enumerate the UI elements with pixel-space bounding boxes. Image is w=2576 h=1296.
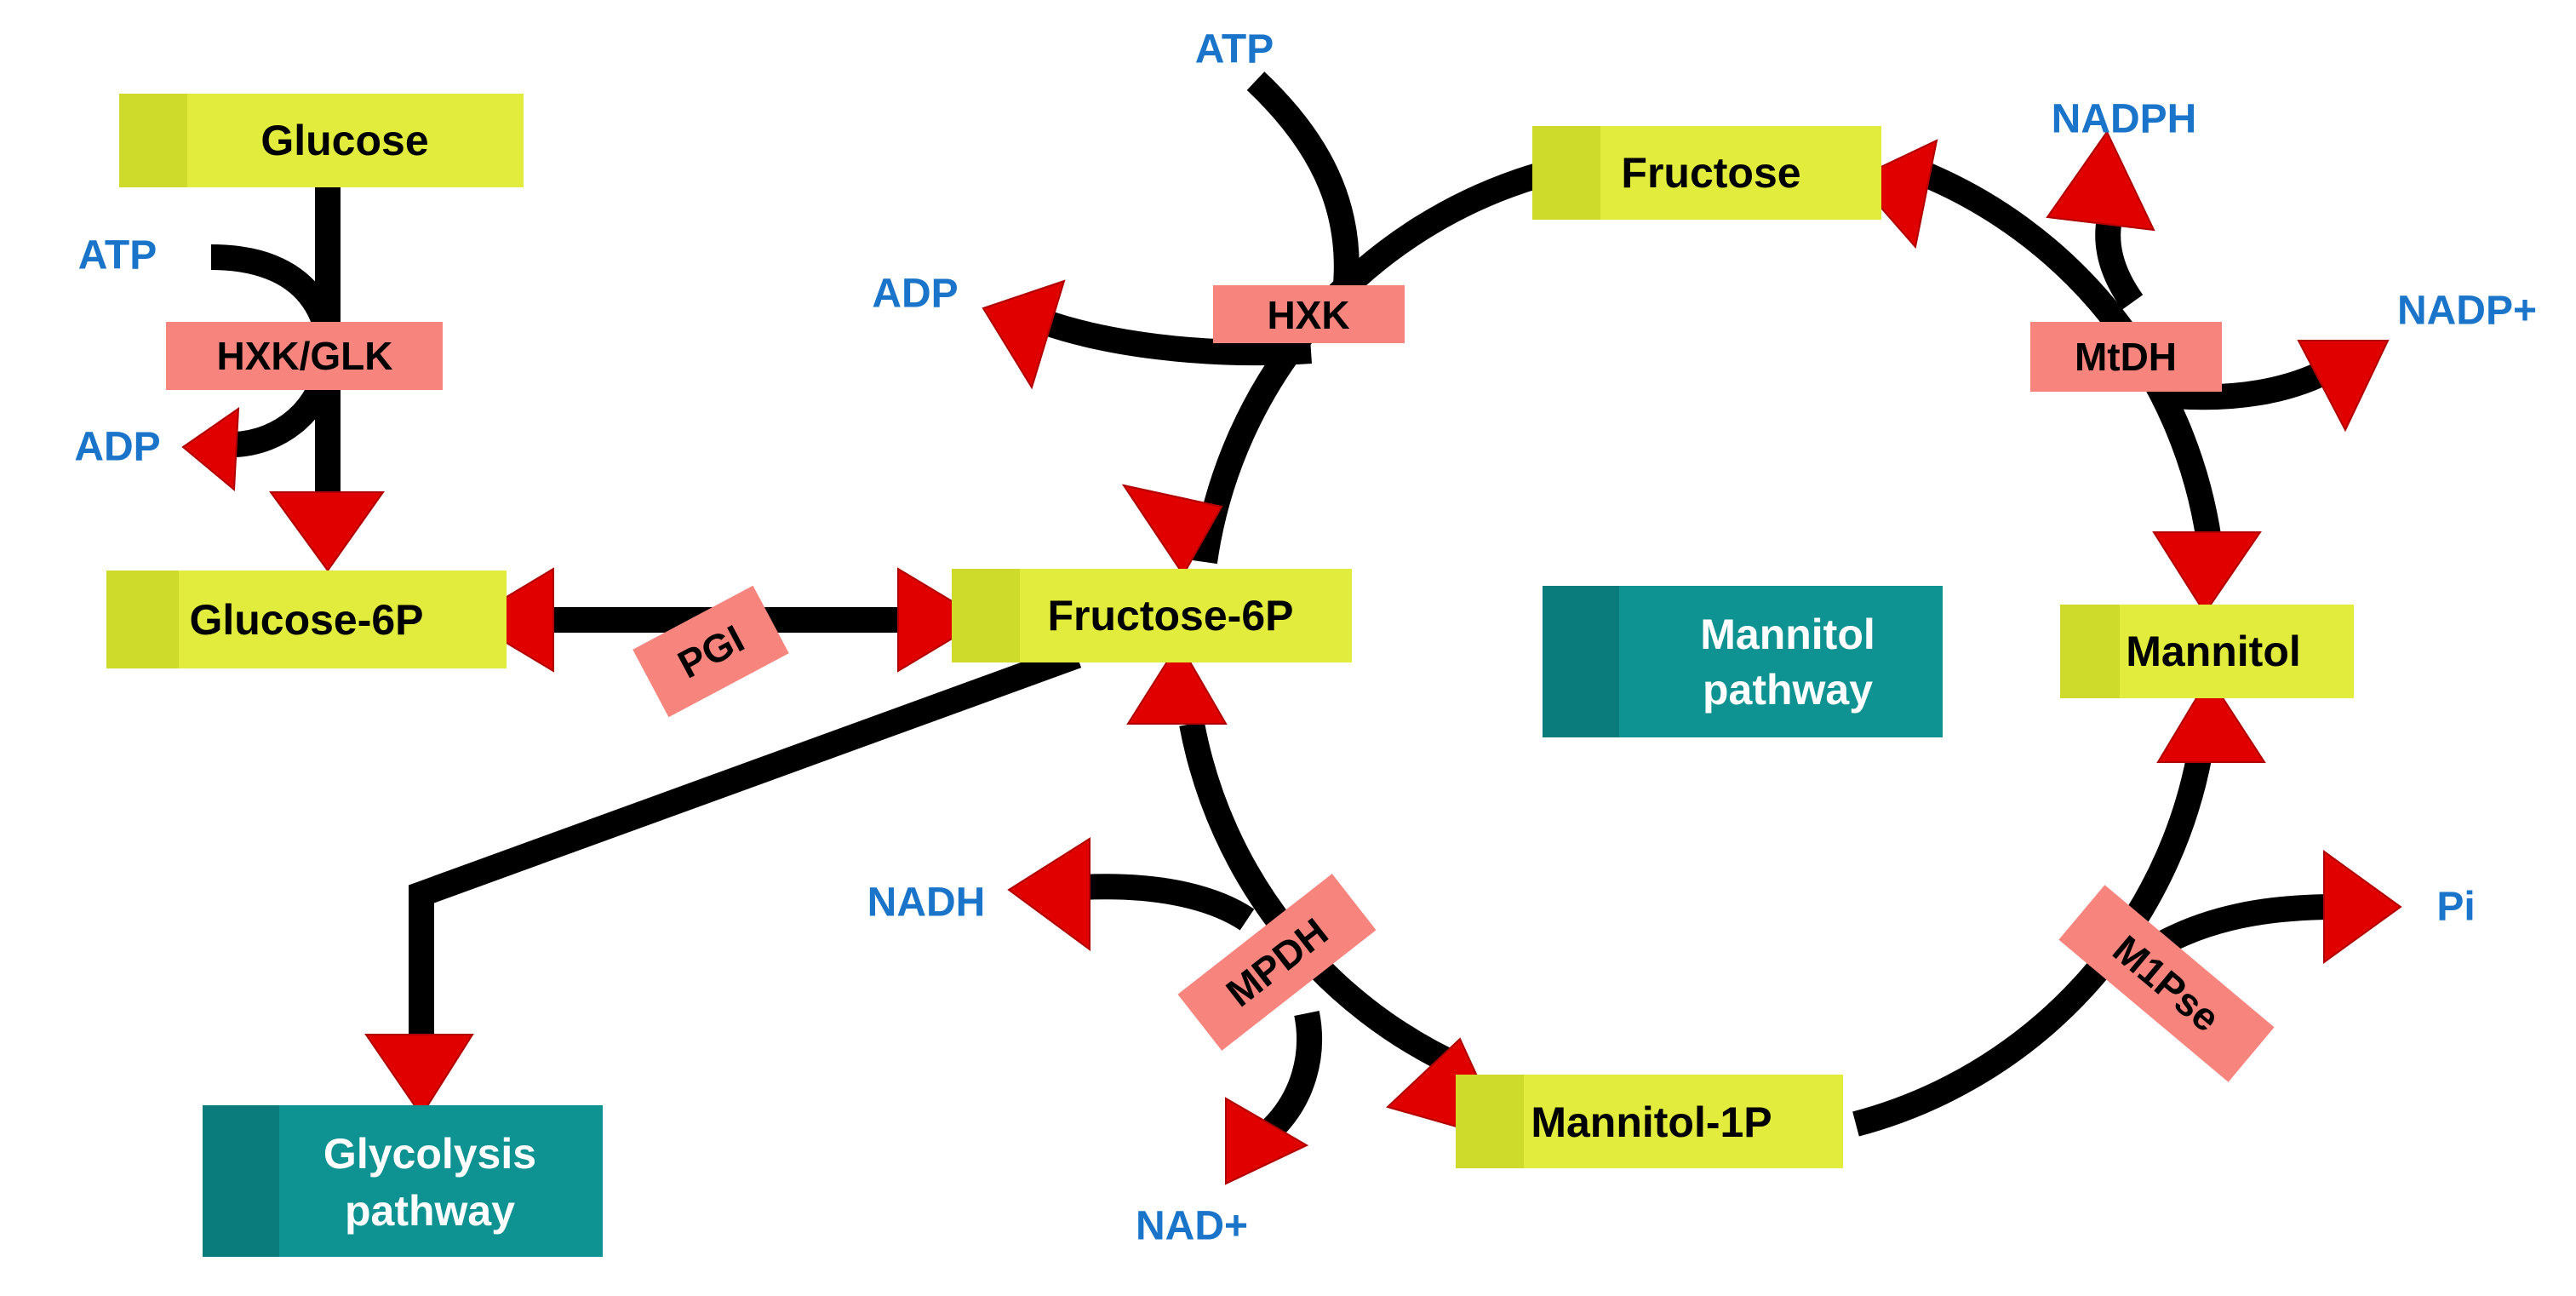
arrowheads (181, 130, 2402, 1185)
arrow-to-glucose6p-pgi (467, 567, 554, 673)
cofactor-atp-left: ATP (78, 233, 157, 278)
cofactor-pi: Pi (2436, 885, 2475, 930)
arrow-to-glucose6p (269, 491, 385, 572)
glycolysis-pathway-line2: pathway (345, 1187, 515, 1235)
arrow-to-nadh (1007, 837, 1091, 951)
mtdh-label: MtDH (2075, 335, 2177, 379)
glucose-label: Glucose (260, 117, 428, 164)
hook-atp-top (1246, 72, 1360, 295)
arrow-to-fructose6p-from-mpdh (1126, 641, 1228, 725)
glucose6p-label: Glucose-6P (189, 596, 423, 644)
arrow-to-mannitol-from-m1p (2156, 675, 2266, 763)
cofactor-nadh: NADH (867, 880, 986, 926)
arrow-to-glycolysis (364, 1034, 474, 1117)
arrow-to-nad (1225, 1097, 1309, 1185)
hxk-enzyme: HXK (1213, 285, 1405, 343)
cofactor-nad: NAD+ (1136, 1204, 1248, 1249)
arrow-to-adp-mid (982, 279, 1066, 390)
glucose6p-box: Glucose-6P (106, 571, 507, 668)
cofactor-adp-left: ADP (74, 425, 160, 470)
cofactor-nadp: NADP+ (2397, 289, 2537, 334)
hxk-glk-enzyme: HXK/GLK (166, 322, 443, 390)
arrow-to-fructose (1854, 139, 1938, 249)
metabolite-boxes: Glucose Glucose-6P Fructose-6P Fructose … (106, 94, 2354, 1168)
arrow-to-mannitol (2152, 531, 2262, 615)
fructose6p-label: Fructose-6P (1048, 592, 1294, 639)
arrow-to-adp-left (181, 407, 240, 492)
fructose-box: Fructose (1532, 126, 1881, 220)
cofactor-adp-mid: ADP (872, 272, 958, 317)
glycolysis-pathway-line1: Glycolysis (323, 1130, 536, 1178)
hook-nad (1263, 1011, 1322, 1138)
arc-fructose6p-to-fructose (1192, 162, 1545, 565)
fructose6p-box: Fructose-6P (952, 569, 1352, 662)
mannitol1p-box: Mannitol-1P (1456, 1075, 1843, 1168)
arrow-to-pi (2323, 850, 2402, 964)
mannitol-box: Mannitol (2060, 605, 2354, 698)
cofactor-labels: ATP ADP ATP ADP NADPH NADP+ NADH NAD+ Pi (74, 27, 2537, 1249)
mannitol-pathway-box: Mannitol pathway (1543, 586, 1943, 737)
pgi-enzyme: PGI (633, 585, 789, 718)
arrow-to-fructose6p-pgi (897, 567, 985, 673)
mannitol-pathway-line2: pathway (1703, 666, 1873, 714)
arrow-to-nadph (2046, 130, 2155, 232)
glycolysis-pathway-box: Glycolysis pathway (203, 1105, 603, 1257)
arc-mannitol-to-mannitol1p (1852, 747, 2213, 1137)
mannitol-pathway-line1: Mannitol (1700, 611, 1875, 658)
mtdh-enzyme: MtDH (2030, 322, 2222, 392)
arrow-to-nadp (2297, 340, 2390, 433)
mannitol1p-label: Mannitol-1P (1531, 1098, 1772, 1146)
arrow-to-fructose6p-from-hxk (1121, 484, 1223, 576)
enzyme-labels: HXK/GLK HXK PGI MtDH MPDH M1Pse (166, 285, 2275, 1082)
cofactor-atp-top: ATP (1195, 27, 1274, 72)
line-to-glycolysis (409, 643, 1082, 1035)
pathway-boxes: Mannitol pathway Glycolysis pathway (203, 586, 1943, 1257)
hxk-glk-label: HXK/GLK (217, 334, 393, 378)
hxk-label: HXK (1267, 293, 1349, 337)
cofactor-nadph: NADPH (2052, 97, 2197, 142)
arc-fructose-to-mannitol (1910, 158, 2222, 543)
glucose-box: Glucose (119, 94, 524, 187)
mannitol-label: Mannitol (2126, 628, 2301, 675)
hook-nadh (1080, 874, 1255, 931)
fructose-label: Fructose (1621, 149, 1800, 197)
hook-adp-mid (1021, 303, 1312, 366)
